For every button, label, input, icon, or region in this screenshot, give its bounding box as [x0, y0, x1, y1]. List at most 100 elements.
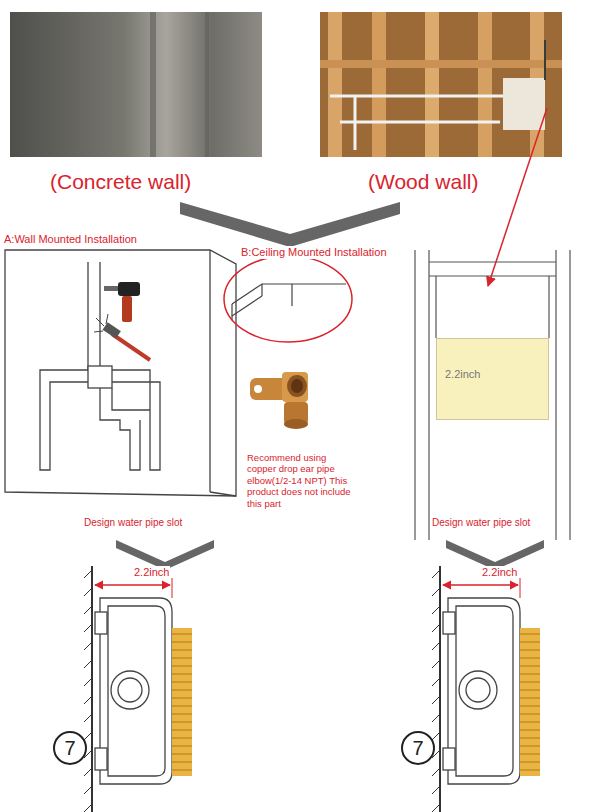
section-detail [84, 606, 92, 614]
section-detail [172, 628, 192, 776]
ceiling-sketch [291, 284, 292, 306]
install-heading: A:Wall Mounted Installation [3, 233, 138, 246]
section-detail [172, 578, 173, 598]
section-detail [84, 678, 92, 686]
section-heading: (Concrete wall) [50, 170, 191, 194]
section-detail [172, 634, 192, 770]
callout-ellipse [222, 254, 356, 344]
section-detail [172, 674, 192, 675]
section-detail [84, 570, 92, 812]
section-detail [84, 696, 92, 704]
section-detail [172, 738, 192, 739]
dimension-label: 2.2inch [445, 368, 480, 381]
section-detail [172, 762, 192, 763]
ceiling-sketch [232, 296, 262, 316]
section-detail [172, 730, 192, 731]
section-detail [54, 732, 86, 764]
wall-panel [88, 366, 112, 388]
concrete-wall-photo [150, 12, 156, 157]
section-detail [54, 566, 192, 812]
section-detail [84, 588, 92, 596]
concrete-wall-photo [205, 12, 209, 157]
section-detail [172, 746, 192, 747]
hammer-icon [106, 314, 108, 324]
concrete-wall-photo [10, 12, 262, 157]
callout-ellipse [224, 256, 352, 342]
wood-wall-photo [544, 40, 546, 80]
section-detail [84, 786, 92, 794]
dimension-label: 2.2inch [481, 566, 518, 579]
section-detail [84, 624, 92, 632]
wood-frame [435, 276, 436, 338]
ceiling-sketch [231, 304, 232, 320]
section-detail [172, 634, 192, 635]
wall-panel [5, 250, 236, 496]
hammer-icon [103, 322, 121, 338]
section-detail [402, 566, 540, 812]
callout-number: 7 [412, 737, 423, 760]
slot-caption: Design water pipe slot [84, 517, 182, 529]
concrete-wall-photo [10, 12, 262, 157]
wood-wall-photo [320, 12, 562, 157]
section-detail [172, 698, 192, 699]
install-heading: B:Ceiling Mounted Installation [240, 246, 388, 259]
wall-mount-panel: A:Wall Mounted Installation [3, 229, 239, 497]
wood-frame [429, 261, 556, 262]
section-detail [118, 678, 142, 702]
wall-panel [40, 262, 88, 470]
section-detail [172, 706, 192, 707]
section-detail [111, 671, 149, 709]
copper-elbow [291, 379, 303, 393]
wall-panel [209, 250, 210, 492]
section-detail [172, 754, 192, 755]
wood-wall-photo [340, 121, 500, 124]
hammer-icon [94, 314, 150, 360]
wood-wall-photo [425, 12, 439, 157]
wood-wall-photo [320, 12, 562, 157]
section-detail [95, 584, 170, 585]
ceiling-sketch [261, 284, 262, 296]
ceiling-sketch [232, 284, 346, 304]
section-detail [172, 714, 192, 715]
section-detail [84, 804, 92, 812]
section-detail [108, 606, 165, 776]
wood-frame [548, 276, 549, 338]
section-detail [172, 722, 192, 723]
wood-wall-photo [503, 78, 545, 130]
wall-panel [112, 388, 150, 410]
copper-elbow [284, 419, 308, 429]
section-detail [91, 566, 93, 812]
part-note: Recommend using copper drop ear pipe elb… [247, 452, 351, 509]
wood-frame [569, 250, 570, 540]
wood-backing-board: 2.2inch [436, 338, 549, 420]
pointer-arrow [488, 108, 547, 286]
section-detail [172, 770, 192, 771]
wood-frame [429, 275, 556, 276]
hammer-icon [112, 334, 150, 360]
copper-elbow [254, 385, 262, 393]
section-detail [95, 612, 107, 634]
section-detail [172, 642, 192, 643]
section-detail [172, 658, 192, 659]
wood-frame [428, 250, 429, 540]
section-detail [100, 598, 172, 784]
section-detail [84, 732, 92, 740]
section-detail [172, 682, 192, 683]
wall-panel [210, 492, 236, 496]
copper-elbow [250, 352, 330, 432]
hammer-icon [96, 318, 104, 326]
wood-wall-photo [354, 96, 357, 150]
wall-panel [100, 388, 140, 470]
dimension-label: 2.2inch [133, 566, 170, 579]
wood-wall-photo [478, 12, 492, 157]
section-detail [84, 642, 92, 650]
wood-wall-photo [320, 60, 562, 68]
section-detail [84, 660, 92, 668]
wood-frame [415, 250, 570, 540]
hammer-icon [94, 331, 103, 332]
wall-panel [5, 250, 236, 496]
wood-wall-photo [328, 12, 342, 157]
merge-chevron [180, 202, 400, 247]
drill-icon [122, 296, 132, 322]
